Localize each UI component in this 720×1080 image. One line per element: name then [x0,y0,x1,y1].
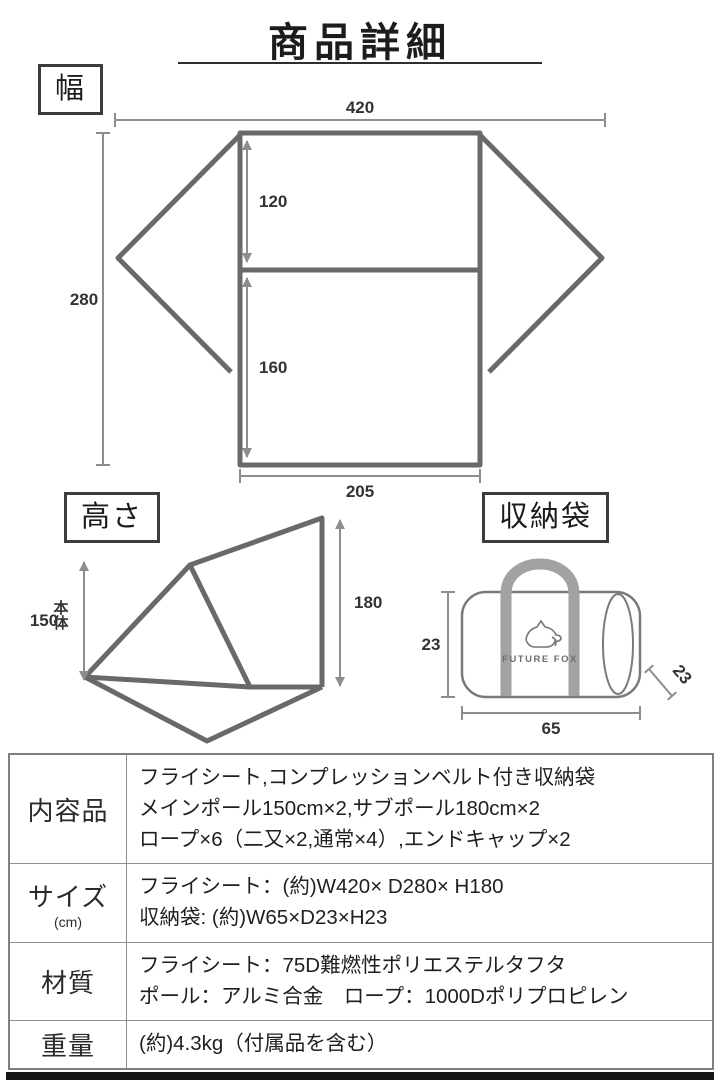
width-section-label: 幅 [38,64,104,115]
dimension-total-width: 420 [114,98,606,127]
dimension-inner-bottom: 160 [242,277,287,458]
spec-line: フライシート,コンプレッションベルト付き収納袋 [139,766,596,789]
spec-line: メインポール150cm×2,サブポール180cm×2 [139,796,541,820]
spec-value-weight: (約)4.3kg（付属品を含む） [127,1021,712,1068]
dimension-bottom-width: 205 [239,469,481,500]
spec-row-weight: 重量 (約)4.3kg（付属品を含む） [10,1020,712,1068]
dimension-body-height: 150 本体 [30,561,89,681]
spec-header-label: 材質 [40,968,95,998]
spec-value-contents: フライシート,コンプレッションベルト付き収納袋 メインポール150cm×2,サブ… [127,755,712,863]
spec-line: ポール：アルミ合金 ロープ：1000Dポリプロピレン [139,984,629,1008]
spec-table: 内容品 フライシート,コンプレッションベルト付き収納袋 メインポール150cm×… [8,753,714,1070]
spec-row-material: 材質 フライシート：75D難燃性ポリエステルタフタ ポール：アルミ合金 ロープ：… [10,941,712,1021]
dim-label-peak-height: 180 [354,593,382,612]
height-and-bag-diagram: 150 本体 180 FUTURE FOX 23 65 [30,515,696,744]
bag-label-text: 収納袋 [499,501,593,533]
dim-label-inner-top: 120 [259,192,287,211]
spec-line: 収納袋: (約)W65×D23×H23 [139,906,388,929]
spec-header-label: 内容品 [27,795,109,826]
tent-top-view-shape [115,130,605,468]
storage-bag-drawing: FUTURE FOX [460,558,642,699]
spec-line: (約)4.3kg（付属品を含む） [139,1032,388,1056]
dim-label-bag-height: 23 [422,635,441,654]
dimension-bag-depth: 23 [644,661,696,701]
spec-header-label: サイズ [27,881,109,912]
dimension-inner-top: 120 [242,140,287,263]
spec-row-size: サイズ (cm) フライシート：(約)W420× D280× H180 収納袋:… [10,863,712,942]
dim-label-body-height: 150 [30,611,58,630]
dimension-total-depth: 280 [70,132,110,466]
tent-side-view-shape [83,515,325,744]
bottom-divider [6,1072,714,1080]
spec-value-size: フライシート：(約)W420× D280× H180 収納袋: (約)W65×D… [127,864,712,942]
dimension-peak-height: 180 [335,519,382,687]
dim-label-body-text: 本体 [52,599,69,631]
fox-logo-icon [525,619,562,648]
dim-label-inner-bottom: 160 [259,358,287,377]
height-section-label: 高さ [64,492,161,543]
brand-label: FUTURE FOX [502,654,578,665]
spec-line: フライシート：(約)W420× D280× H180 [139,875,504,899]
dimension-bag-width: 65 [461,706,641,738]
dim-label-bottom-width: 205 [346,482,374,500]
page-title: 商品詳細 [268,21,452,65]
tent-top-view-diagram: 420 280 120 160 205 [70,98,606,500]
spec-line: ロープ×6（二又×2,通常×4）,エンドキャップ×2 [139,827,571,851]
spec-line: フライシート：75D難燃性ポリエステルタフタ [139,953,567,977]
dim-label-bag-depth: 23 [669,661,696,688]
dim-label-bag-width: 65 [542,719,561,738]
title-underline [178,62,542,64]
spec-header-weight: 重量 [10,1021,127,1068]
spec-header-material: 材質 [10,942,127,1021]
dim-label-total-depth: 280 [70,290,98,309]
spec-header-size: サイズ (cm) [10,864,127,942]
dim-label-total-width: 420 [346,98,374,117]
height-label-text: 高さ [81,501,144,533]
spec-header-label: 重量 [40,1031,95,1062]
dimension-bag-height: 23 [422,591,455,698]
spec-header-contents: 内容品 [10,755,127,864]
spec-header-unit: (cm) [54,913,82,930]
width-label-text: 幅 [55,73,87,105]
spec-value-material: フライシート：75D難燃性ポリエステルタフタ ポール：アルミ合金 ロープ：100… [127,943,712,1021]
spec-row-contents: 内容品 フライシート,コンプレッションベルト付き収納袋 メインポール150cm×… [10,755,712,864]
bag-section-label: 収納袋 [482,492,610,543]
